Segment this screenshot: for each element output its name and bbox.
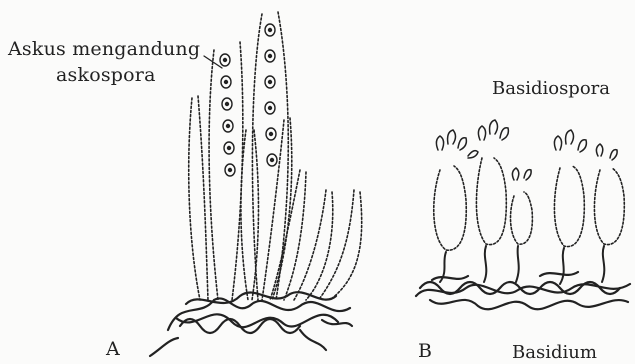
hyphae-mat-b [416, 272, 630, 309]
basidiospora-label: Basidiospora [492, 78, 610, 99]
askus-label-line2: askospora [56, 64, 156, 86]
basidium-3 [511, 192, 533, 244]
basidia-cluster [416, 120, 630, 309]
ascus-8 [262, 118, 292, 300]
asci-cluster [150, 12, 362, 356]
basidium-1 [434, 166, 467, 250]
askus-label-line1: Askus mengandung [8, 38, 200, 60]
ascus-7 [320, 190, 362, 300]
ascus-5 [270, 170, 306, 300]
basidium-4 [554, 166, 584, 247]
hyphae-mat-a [150, 292, 352, 356]
panel-a-letter: A [106, 338, 120, 360]
ascus-1 [189, 96, 208, 300]
ascospores [220, 24, 277, 176]
basidium-5 [594, 168, 624, 245]
basidiospores [436, 120, 617, 180]
basidium-2 [476, 158, 506, 245]
ascus-4 [241, 130, 259, 300]
basidium-label: Basidium [512, 342, 597, 363]
panel-b-letter: B [418, 340, 432, 362]
